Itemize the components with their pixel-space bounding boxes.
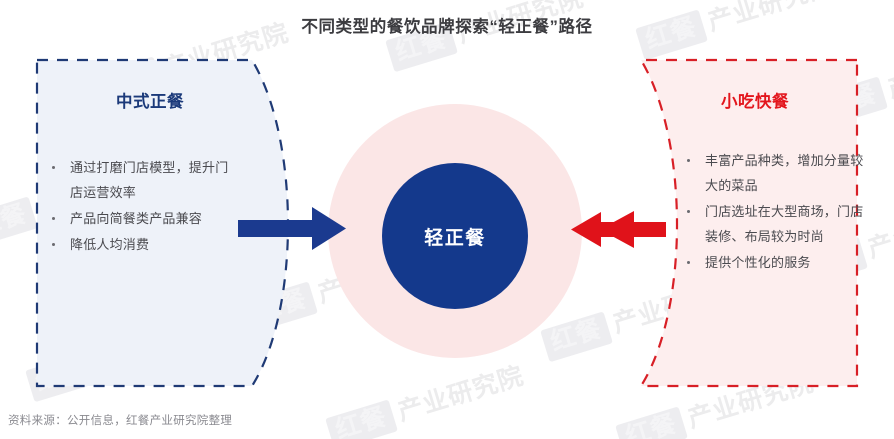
right-panel-bullet-item: 丰富产品种类，增加分量较大的菜品 (683, 148, 865, 198)
center-circle: 轻正餐 (382, 163, 528, 309)
center-circle-label: 轻正餐 (424, 227, 486, 249)
right-panel-bullet-item: 门店选址在大型商场，门店装修、布局较为时尚 (683, 199, 865, 249)
page-title: 不同类型的餐饮品牌探索“轻正餐”路径 (301, 18, 593, 36)
left-panel-bullets: 通过打磨门店模型，提升门店运营效率产品向简餐类产品兼容降低人均消费 (48, 155, 233, 258)
source-note: 资料来源：公开信息，红餐产业研究院整理 (8, 415, 233, 427)
right-panel-bullets: 丰富产品种类，增加分量较大的菜品门店选址在大型商场，门店装修、布局较为时尚提供个… (683, 148, 865, 276)
left-panel-shape (35, 58, 290, 388)
right-to-center-arrow (571, 211, 666, 248)
right-panel-bullet-item: 提供个性化的服务 (683, 250, 865, 275)
left-to-center-arrow (238, 207, 346, 250)
left-panel-heading: 中式正餐 (116, 93, 184, 111)
left-panel-bullet-item: 通过打磨门店模型，提升门店运营效率 (48, 155, 233, 205)
left-panel-bullet-item: 降低人均消费 (48, 232, 233, 257)
right-panel-shape (639, 58, 859, 388)
left-panel-bullet-item: 产品向简餐类产品兼容 (48, 206, 233, 231)
right-panel-heading: 小吃快餐 (721, 93, 789, 111)
